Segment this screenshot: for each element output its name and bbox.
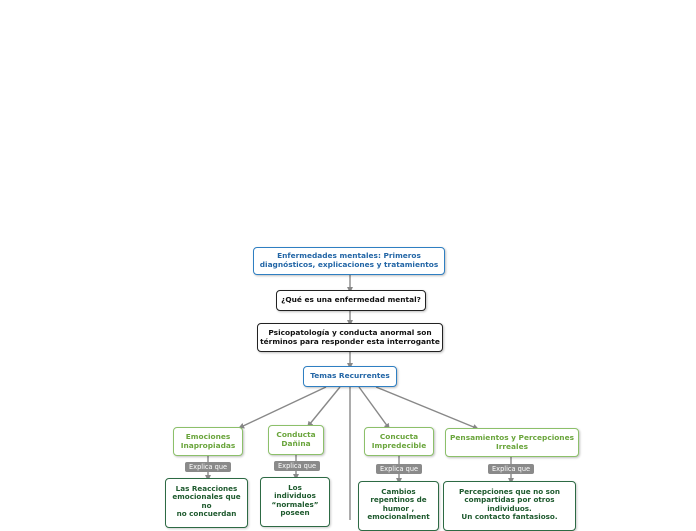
topic-pensamientos-node[interactable]: Pensamientos y Percepciones Irreales <box>445 428 579 457</box>
leaf-impredecible-text: Cambios repentinos de humor , emocionalm… <box>367 487 430 522</box>
explica-tag-pensamientos: Explica que <box>488 464 535 474</box>
connector-themes-conducta <box>307 386 341 428</box>
explica-tag-emociones: Explica que <box>185 462 232 472</box>
connector-layer <box>205 275 514 520</box>
root-node[interactable]: Enfermedades mentales: Primeros diagnóst… <box>253 247 445 275</box>
leaf-pensamientos[interactable]: Percepciones que no son compartidas por … <box>443 481 576 531</box>
explica-tag-impredecible: Explica que <box>376 464 423 474</box>
leaf-impredecible[interactable]: Cambios repentinos de humor , emocionalm… <box>358 481 439 531</box>
leaf-conducta[interactable]: Los individuos “normales” poseen <box>260 477 330 527</box>
topic-conducta-node[interactable]: Conducta Dañina <box>268 425 324 455</box>
leaf-conducta-text: Los individuos “normales” poseen <box>271 483 319 518</box>
connector-themes-impredecible <box>358 386 390 430</box>
connector-themes-pensamientos <box>375 386 479 430</box>
themes-node[interactable]: Temas Recurrentes <box>303 366 397 387</box>
answer-node[interactable]: Psicopatología y conducta anormal son té… <box>257 323 443 352</box>
leaf-emociones[interactable]: Las Reacciones emocionales que no no con… <box>165 478 248 528</box>
topic-impredecible-node[interactable]: Concucta Impredecible <box>364 427 434 456</box>
connector-themes-emociones <box>238 386 327 429</box>
leaf-emociones-text: Las Reacciones emocionales que no no con… <box>172 484 241 519</box>
leaf-pensamientos-text: Percepciones que no son compartidas por … <box>459 487 560 522</box>
explica-tag-conducta: Explica que <box>274 461 321 471</box>
question-node[interactable]: ¿Qué es una enfermedad mental? <box>276 290 426 311</box>
topic-emociones-node[interactable]: Emociones Inapropiadas <box>173 427 243 456</box>
